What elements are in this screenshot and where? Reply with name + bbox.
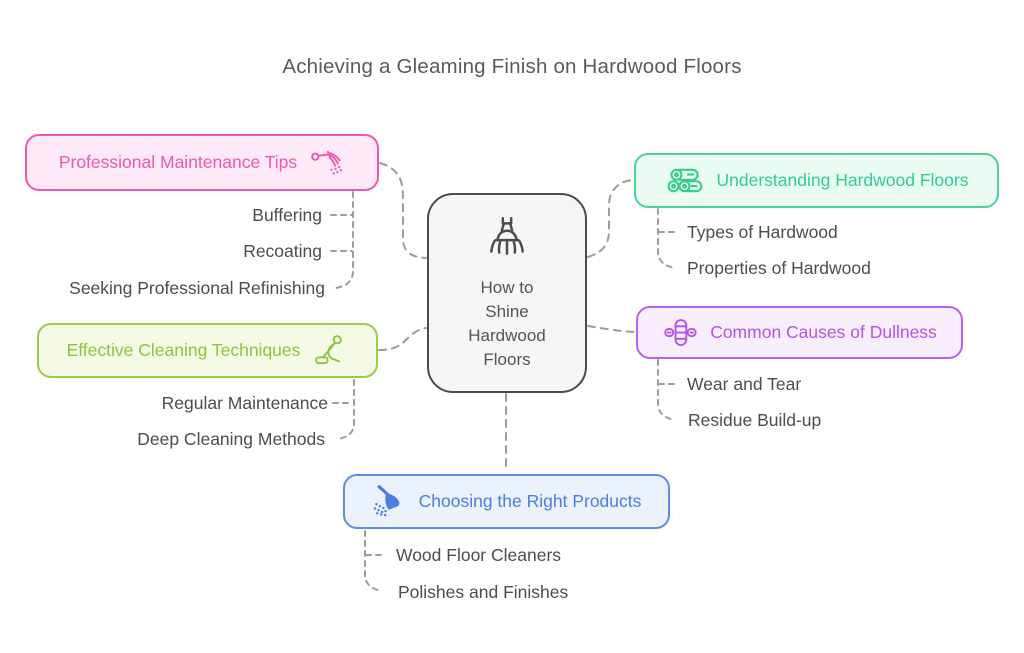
wood-logs-icon bbox=[665, 165, 705, 196]
subtopic-residue-build-up[interactable]: Residue Build-up bbox=[688, 410, 822, 430]
connector-purple-to-center bbox=[587, 325, 636, 333]
page-title: Achieving a Gleaming Finish on Hardwood … bbox=[282, 55, 742, 78]
sweeping-broom-icon bbox=[309, 146, 345, 180]
subtopic-wood-floor-cleaners[interactable]: Wood Floor Cleaners bbox=[396, 545, 562, 565]
connector-pink-to-center bbox=[379, 162, 427, 259]
branch-label: Effective Cleaning Techniques bbox=[66, 340, 301, 360]
connector-pink-children bbox=[335, 191, 354, 289]
subtopic-properties-of-hardwood[interactable]: Properties of Hardwood bbox=[687, 258, 871, 278]
connector-emerald-children bbox=[657, 208, 676, 269]
brush-icon bbox=[482, 215, 532, 266]
subtopic-polishes-and-finishes[interactable]: Polishes and Finishes bbox=[398, 582, 569, 602]
connector-blue-children bbox=[364, 530, 383, 592]
subtopic-wear-and-tear[interactable]: Wear and Tear bbox=[687, 374, 802, 394]
subtopic-recoating[interactable]: Recoating bbox=[243, 241, 322, 261]
connector-lime-children bbox=[337, 379, 355, 440]
branch-label: Professional Maintenance Tips bbox=[58, 152, 298, 172]
branch-choosing-the-right-products[interactable]: Choosing the Right Products bbox=[343, 474, 670, 529]
subtopic-deep-cleaning-methods[interactable]: Deep Cleaning Methods bbox=[137, 429, 325, 449]
branch-label: Understanding Hardwood Floors bbox=[716, 170, 969, 190]
branch-effective-cleaning-techniques[interactable]: Effective Cleaning Techniques bbox=[37, 323, 378, 378]
branch-label: Choosing the Right Products bbox=[418, 491, 642, 511]
person-cleaning-icon bbox=[312, 333, 348, 369]
branch-understanding-hardwood-floors[interactable]: Understanding Hardwood Floors bbox=[634, 153, 999, 208]
connector-lime-to-center bbox=[378, 327, 427, 351]
broom-dust-icon bbox=[372, 484, 407, 519]
branch-label: Common Causes of Dullness bbox=[710, 322, 937, 342]
connector-emerald-to-center bbox=[587, 179, 634, 258]
central-node[interactable]: How to Shine Hardwood Floors bbox=[427, 193, 587, 393]
branch-common-causes-of-dullness[interactable]: Common Causes of Dullness bbox=[636, 306, 963, 359]
subtopic-buffering[interactable]: Buffering bbox=[252, 205, 322, 225]
subtopic-seeking-professional-refinishing[interactable]: Seeking Professional Refinishing bbox=[69, 278, 325, 298]
subtopic-types-of-hardwood[interactable]: Types of Hardwood bbox=[687, 222, 838, 242]
central-node-label: How to Shine Hardwood Floors bbox=[468, 277, 546, 369]
connector-purple-children bbox=[657, 359, 676, 421]
branch-professional-maintenance-tips[interactable]: Professional Maintenance Tips bbox=[25, 134, 379, 191]
floor-buffer-icon bbox=[662, 316, 698, 350]
subtopic-regular-maintenance[interactable]: Regular Maintenance bbox=[161, 393, 328, 413]
